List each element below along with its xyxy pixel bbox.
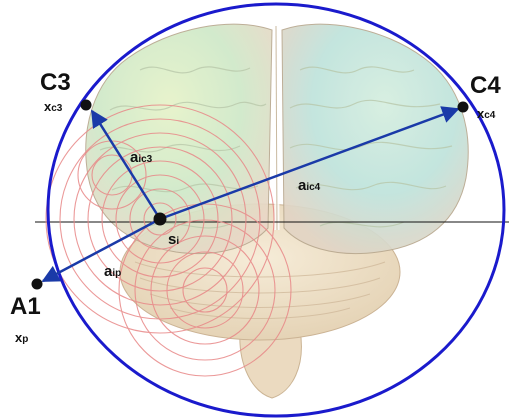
left-hemisphere — [86, 24, 272, 253]
electrode-label-a1: A1 — [10, 293, 41, 320]
electrode-marker-a1 — [32, 279, 43, 290]
brain-illustration — [86, 24, 468, 398]
electrode-position-a1: xp — [15, 330, 28, 345]
electrode-label-c4: C4 — [470, 72, 501, 99]
vector-label-a1: aip — [104, 263, 121, 280]
source-marker — [154, 213, 167, 226]
electrode-marker-c4 — [458, 102, 469, 113]
electrode-position-c3: xc3 — [44, 99, 63, 114]
electrode-position-c4: xc4 — [477, 106, 496, 121]
electrode-label-c3: C3 — [40, 69, 71, 96]
electrode-marker-c3 — [81, 100, 92, 111]
